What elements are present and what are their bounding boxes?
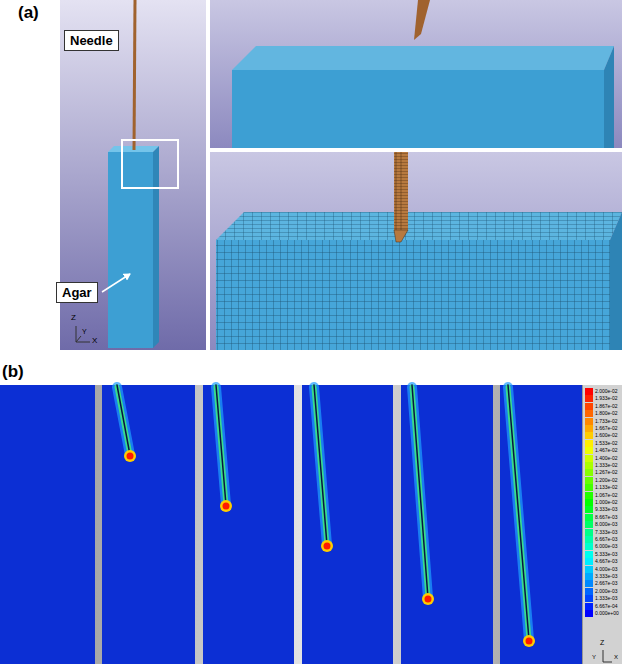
scale-value: 6.667e-04 xyxy=(595,603,618,610)
scale-value: 0.000e+00 xyxy=(595,610,619,617)
scale-value: 1.467e-02 xyxy=(595,447,618,454)
color-swatch xyxy=(585,521,593,528)
scale-value: 1.067e-02 xyxy=(595,492,618,499)
panel-label: (a) xyxy=(18,4,39,21)
color-swatch xyxy=(585,588,593,595)
color-swatch xyxy=(585,492,593,499)
scale-value: 2.000e-03 xyxy=(595,588,618,595)
scale-value: 9.333e-03 xyxy=(595,506,618,513)
color-swatch xyxy=(585,536,593,543)
scale-value: 8.000e-03 xyxy=(595,521,618,528)
color-swatch xyxy=(585,469,593,476)
color-swatch xyxy=(585,558,593,565)
color-swatch xyxy=(585,447,593,454)
panel-label: (b) xyxy=(2,363,24,380)
color-swatch xyxy=(585,506,593,513)
axis-label: Y xyxy=(82,328,87,335)
color-swatch xyxy=(585,410,593,417)
color-swatch xyxy=(585,462,593,469)
scale-value: 1.333e-03 xyxy=(595,595,618,602)
color-swatch xyxy=(585,499,593,506)
scale-value: 1.333e-02 xyxy=(595,462,618,469)
scale-value: 1.200e-02 xyxy=(595,477,618,484)
scale-value: 5.333e-03 xyxy=(595,551,618,558)
color-swatch xyxy=(585,595,593,602)
scale-value: 1.800e-02 xyxy=(595,410,618,417)
color-swatch xyxy=(585,403,593,410)
color-swatch xyxy=(585,395,593,402)
scale-value: 6.000e-03 xyxy=(595,543,618,550)
color-swatch xyxy=(585,440,593,447)
scale-value: 4.000e-03 xyxy=(595,566,618,573)
axis-label: Y xyxy=(592,654,596,660)
color-swatch xyxy=(585,484,593,491)
scale-value: 2.667e-03 xyxy=(595,580,618,587)
color-swatch xyxy=(585,432,593,439)
label-box: Agar xyxy=(56,282,98,303)
color-swatch xyxy=(585,551,593,558)
color-swatch xyxy=(585,455,593,462)
scale-value: 4.667e-03 xyxy=(595,558,618,565)
scale-value: 7.333e-03 xyxy=(595,529,618,536)
axis-label: Z xyxy=(600,639,604,646)
scale-value: 1.400e-02 xyxy=(595,455,618,462)
scale-value: 8.667e-03 xyxy=(595,514,618,521)
scale-value: 1.600e-02 xyxy=(595,432,618,439)
scale-value: 1.667e-02 xyxy=(595,425,618,432)
color-swatch xyxy=(585,418,593,425)
color-swatch xyxy=(585,603,593,610)
color-swatch xyxy=(585,514,593,521)
color-swatch xyxy=(585,425,593,432)
color-swatch xyxy=(585,573,593,580)
scale-value: 6.667e-03 xyxy=(595,536,618,543)
scale-value: 1.533e-02 xyxy=(595,440,618,447)
scale-value: 1.867e-02 xyxy=(595,403,618,410)
color-swatch xyxy=(585,543,593,550)
scale-value: 1.933e-02 xyxy=(595,395,618,402)
color-swatch xyxy=(585,529,593,536)
scale-value: 2.000e-02 xyxy=(595,388,618,395)
scale-value: 1.000e-02 xyxy=(595,499,618,506)
axis-label: X xyxy=(92,337,97,345)
color-swatch xyxy=(585,610,593,617)
scale-value: 3.333e-03 xyxy=(595,573,618,580)
axis-label: Z xyxy=(71,314,76,322)
color-swatch xyxy=(585,580,593,587)
axis-label: X xyxy=(614,654,618,660)
label-text: Needle xyxy=(70,33,113,48)
color-swatch xyxy=(585,388,593,395)
label-box: Needle xyxy=(64,30,119,51)
scale-value: 1.133e-02 xyxy=(595,484,618,491)
color-swatch xyxy=(585,477,593,484)
scale-value: 1.267e-02 xyxy=(595,469,618,476)
color-swatch xyxy=(585,566,593,573)
label-text: Agar xyxy=(62,285,92,300)
scale-value: 1.733e-02 xyxy=(595,418,618,425)
